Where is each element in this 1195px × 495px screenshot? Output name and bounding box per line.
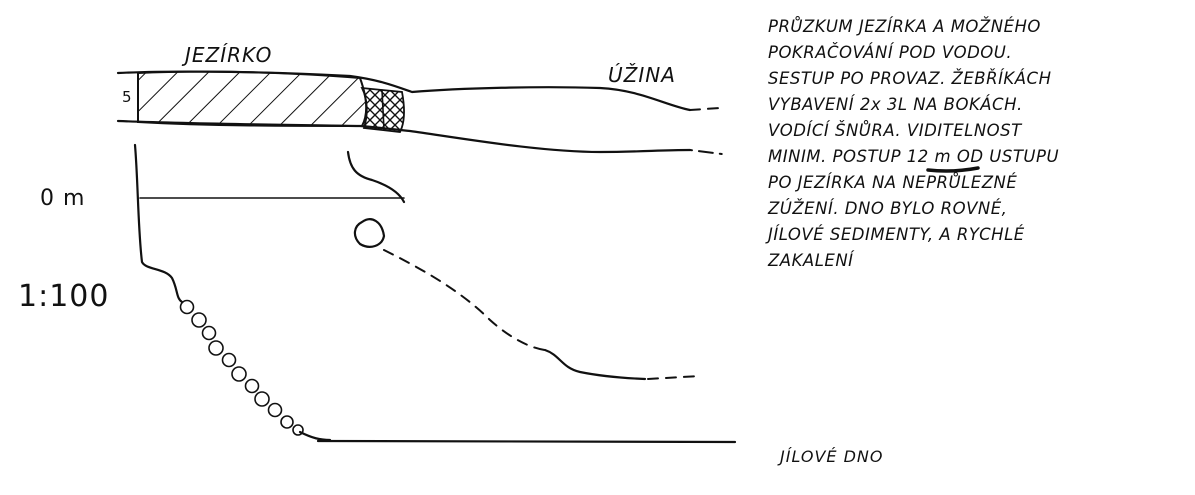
note-line: JÍLOVÉ SEDIMENTY, A RYCHLÉ	[765, 225, 1025, 244]
note-line: ZAKALENÍ	[767, 251, 855, 270]
depth-marker-label: 5	[122, 88, 132, 106]
narrows-label: ÚŽINA	[608, 63, 676, 87]
clay-bottom-line	[316, 439, 737, 444]
rubble-circle	[221, 352, 237, 368]
lake-plan	[116, 70, 723, 155]
lake-divider	[381, 89, 385, 131]
note-line: VODÍCÍ ŠNŮRA. VIDITELNOST	[768, 121, 1023, 140]
rubble-circle	[267, 402, 283, 418]
rock-boulder	[353, 218, 386, 248]
narrows-continuation-bottom	[689, 149, 723, 155]
rubble-circle	[280, 415, 294, 429]
cave-profile	[133, 143, 737, 444]
lake-label: JEZÍRKO	[181, 43, 272, 67]
note-line: MINIM. POSTUP 12 m OD USTUPU	[768, 147, 1059, 166]
lake-shore-bottom	[116, 119, 692, 154]
note-line: ZÚŽENÍ. DNO BYLO ROVNÉ,	[767, 199, 1007, 218]
rubble-slope	[179, 299, 304, 436]
slope-floor	[298, 430, 332, 442]
rubble-circle	[201, 325, 217, 341]
note-line: VYBAVENÍ 2x 3L NA BOKÁCH.	[768, 95, 1023, 114]
note-line: SESTUP PO PROVAZ. ŽEBŘÍKÁCH	[768, 69, 1051, 88]
rubble-circle	[254, 391, 270, 407]
field-notes: PRŮZKUM JEZÍRKA A MOŽNÉHO POKRAČOVÁNÍ PO…	[765, 17, 1059, 270]
zero-label: 0 m	[40, 186, 85, 211]
lake-water-hatch	[137, 70, 368, 128]
rubble-circle	[231, 366, 247, 382]
note-line: POKRAČOVÁNÍ POD VODOU.	[768, 43, 1012, 62]
rubble-circle	[191, 312, 207, 328]
clay-bottom-label: JÍLOVÉ DNO	[777, 447, 883, 466]
overhang-curve	[346, 150, 406, 204]
ceiling-profile-dashed	[383, 249, 546, 351]
rubble-circle	[292, 424, 304, 436]
ceiling-continuation	[647, 375, 701, 380]
rubble-circle	[208, 340, 224, 356]
note-line: PRŮZKUM JEZÍRKA A MOŽNÉHO	[768, 17, 1041, 36]
profile-left-wall	[133, 143, 184, 304]
narrows-continuation-top	[689, 107, 721, 111]
rubble-circle	[179, 299, 195, 315]
ceiling-profile-solid	[543, 348, 647, 381]
scale-label: 1:100	[18, 279, 109, 314]
note-line: PO JEZÍRKA NA NEPRŮLEZNÉ	[768, 173, 1017, 192]
highlight-underline	[926, 166, 980, 173]
rubble-circle	[244, 378, 260, 394]
